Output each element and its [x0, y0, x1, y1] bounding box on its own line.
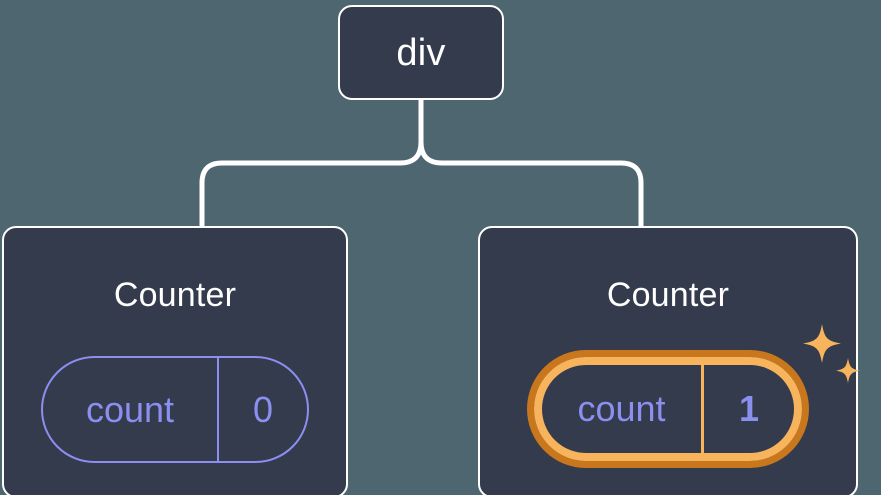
- state-pill-left[interactable]: count 0: [41, 356, 309, 463]
- node-div-label: div: [396, 31, 446, 74]
- node-counter-right[interactable]: Counter count 1: [478, 226, 860, 495]
- counter-right-title: Counter: [606, 276, 730, 314]
- state-pill-right-wrapper: count 1: [527, 324, 860, 468]
- state-pill-left-wrapper: count 0: [41, 356, 309, 463]
- state-value-left: 0: [217, 358, 307, 461]
- sparkle-small-icon: [836, 358, 860, 383]
- state-value-right: 1: [701, 365, 794, 453]
- sparkle-large-icon: [803, 324, 841, 363]
- state-pill-right-inner-ring: count 1: [534, 357, 802, 461]
- state-key-left: count: [85, 388, 175, 430]
- counter-left-title: Counter: [113, 276, 237, 314]
- sparkles-group: [803, 324, 860, 383]
- state-key-right: count: [577, 388, 666, 429]
- state-pill-right-highlighted[interactable]: count 1: [527, 350, 809, 468]
- node-div[interactable]: div: [338, 5, 504, 100]
- node-counter-left[interactable]: Counter count 0: [2, 226, 348, 495]
